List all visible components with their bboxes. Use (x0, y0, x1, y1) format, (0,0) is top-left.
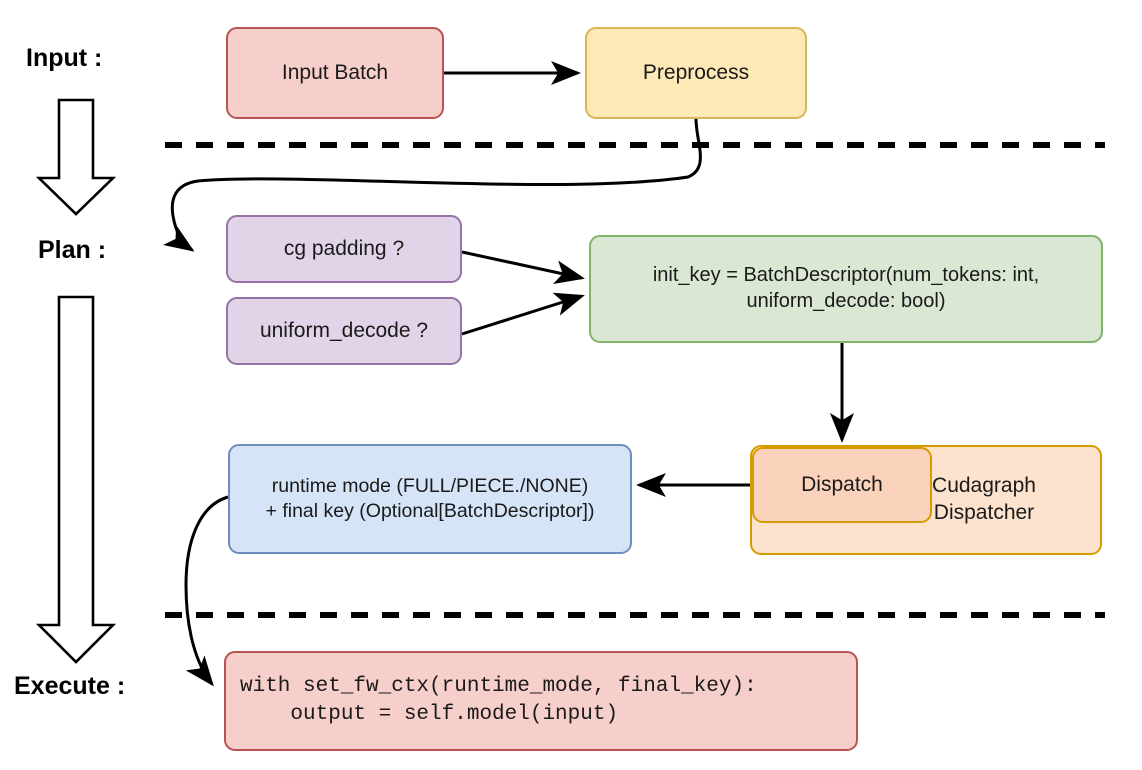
stage-label-plan: Plan : (38, 236, 107, 264)
plan-to-execute-arrow (35, 295, 117, 664)
node-preprocess[interactable]: Preprocess (585, 27, 807, 119)
node-init-key[interactable]: init_key = BatchDescriptor(num_tokens: i… (589, 235, 1103, 343)
node-input-batch-label: Input Batch (281, 60, 389, 84)
node-dispatch[interactable]: Dispatch (752, 447, 932, 523)
node-execute-code[interactable]: with set_fw_ctx(runtime_mode, final_key)… (224, 651, 858, 751)
node-input-batch[interactable]: Input Batch (226, 27, 444, 119)
uniform-decode-to-init-key-connector (461, 292, 585, 336)
node-uniform-decode-label: uniform_decode ? (259, 318, 429, 342)
runtime-mode-to-execute-code-connector (184, 495, 229, 687)
node-init-key-label: init_key = BatchDescriptor(num_tokens: i… (652, 264, 1040, 312)
stage-label-execute: Execute : (14, 672, 126, 700)
input-to-plan-arrow (35, 98, 117, 216)
node-runtime-mode-label: runtime mode (FULL/PIECE./NONE) + final … (265, 475, 595, 522)
node-cudagraph-dispatcher-label: Cudagraph Dispatcher (932, 474, 1036, 524)
node-uniform-decode[interactable]: uniform_decode ? (226, 297, 462, 365)
stage-label-input: Input : (26, 44, 103, 72)
node-dispatch-label: Dispatch (801, 472, 883, 496)
node-execute-code-label: with set_fw_ctx(runtime_mode, final_key)… (240, 674, 757, 726)
node-cg-padding[interactable]: cg padding ? (226, 215, 462, 283)
node-preprocess-label: Preprocess (642, 60, 750, 84)
node-runtime-mode[interactable]: runtime mode (FULL/PIECE./NONE) + final … (228, 444, 632, 554)
cg-padding-to-init-key-connector (461, 250, 585, 285)
node-cg-padding-label: cg padding ? (283, 236, 405, 260)
